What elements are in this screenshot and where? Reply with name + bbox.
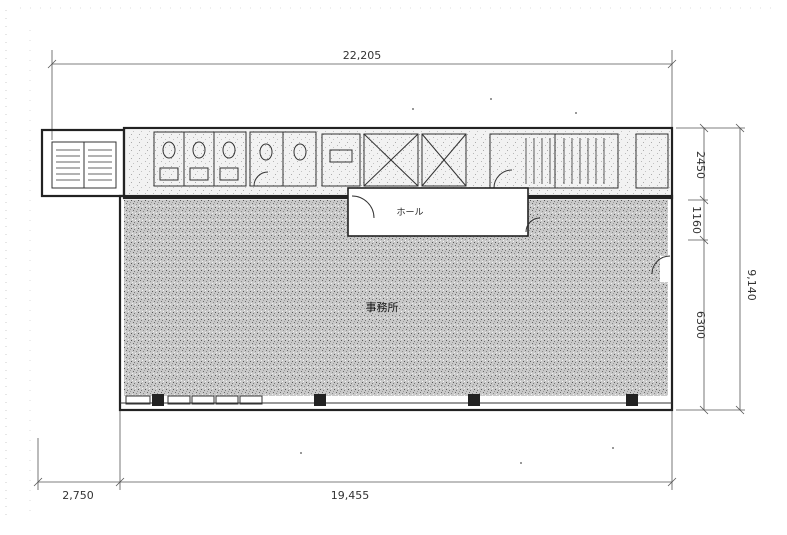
columns xyxy=(152,394,638,406)
dimension-bottom-left-label: 2,750 xyxy=(62,489,94,502)
windows-bottom xyxy=(125,395,263,405)
dimension-bottom: 2,750 19,455 xyxy=(33,410,677,502)
paper-dots xyxy=(5,7,780,520)
hall-label: ホール xyxy=(396,207,423,218)
dimension-right-top-label: 2450 xyxy=(694,151,707,179)
stair-right xyxy=(489,133,619,189)
toilet-block xyxy=(153,131,317,187)
dimension-total-width-label: 22,205 xyxy=(343,49,382,62)
dimension-total-width: 22,205 xyxy=(47,49,677,140)
scan-specks xyxy=(300,98,614,464)
door-right xyxy=(651,255,671,282)
office-label: 事務所 xyxy=(366,300,399,314)
dimension-right-total-label: 9,140 xyxy=(745,269,758,301)
dimension-bottom-main-label: 19,455 xyxy=(331,489,370,502)
stair-left xyxy=(51,141,117,189)
dimension-right: 2450 1160 6300 9,140 xyxy=(676,123,758,415)
dimension-right-mid-label: 1160 xyxy=(690,206,703,234)
pipe-shaft xyxy=(635,133,669,189)
dimension-right-office-label: 6300 xyxy=(694,311,707,339)
hall: ホール xyxy=(347,187,541,237)
elevator-block xyxy=(321,133,467,187)
core-shading xyxy=(126,130,670,194)
